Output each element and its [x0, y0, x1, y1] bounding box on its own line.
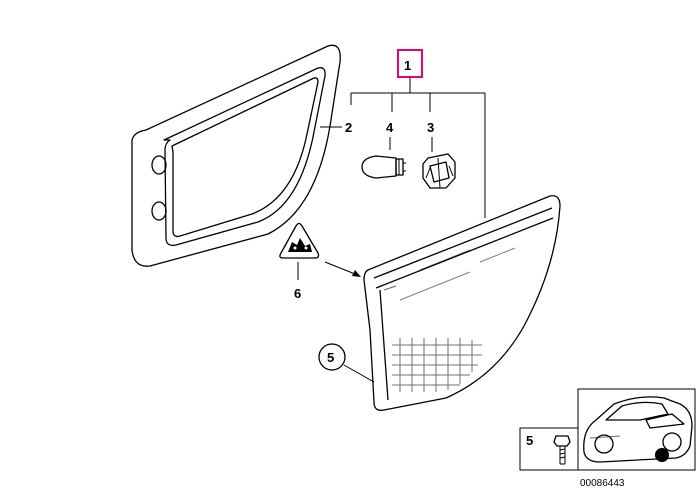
part-1-group-bracket	[350, 78, 486, 218]
locator-dot	[655, 448, 669, 462]
callout-5[interactable]: 5	[327, 350, 334, 365]
callout-4[interactable]: 4	[386, 120, 394, 135]
bulb-part-4[interactable]	[361, 155, 406, 179]
assembly-arrow	[324, 261, 361, 277]
warning-label-part-6[interactable]	[279, 222, 320, 259]
callout-2[interactable]: 2	[345, 120, 352, 135]
leader-line-5	[343, 364, 375, 383]
diagram-number: 00086443	[580, 478, 625, 489]
inset-callout-5[interactable]: 5	[526, 433, 533, 448]
tail-light-part-5[interactable]	[363, 195, 561, 411]
callout-1[interactable]: 1	[404, 58, 411, 73]
callout-3[interactable]: 3	[427, 120, 434, 135]
screw-icon[interactable]	[553, 435, 571, 465]
gasket-frame-part-2[interactable]	[131, 44, 341, 267]
bulb-socket-part-3[interactable]	[422, 153, 456, 189]
car-locator-icon	[583, 396, 693, 463]
callout-5-circle	[318, 343, 346, 371]
part-1-highlight-box	[397, 49, 423, 78]
reflector-grid	[392, 338, 482, 392]
callout-6[interactable]: 6	[294, 286, 301, 301]
inset-panel: 5 00086443	[519, 388, 696, 489]
